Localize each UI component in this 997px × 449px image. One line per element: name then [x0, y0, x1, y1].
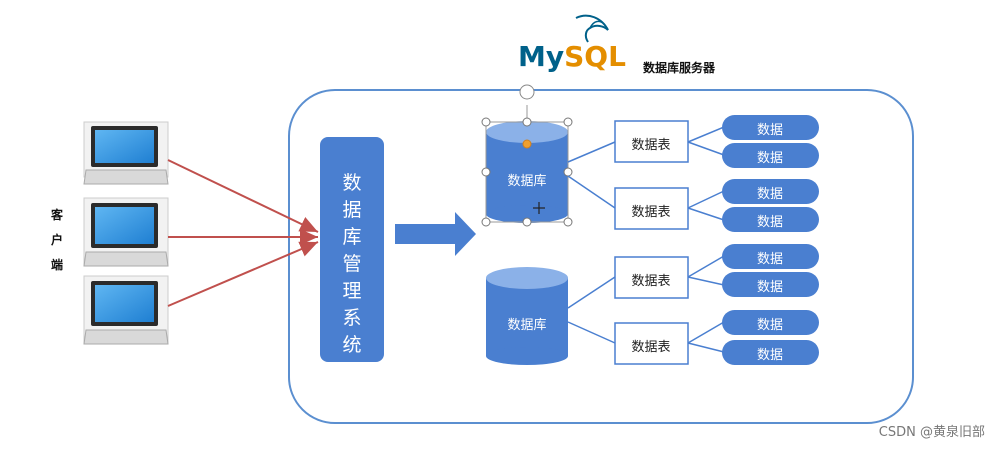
client-label-char: 端	[50, 258, 63, 272]
dbms-char: 库	[342, 226, 362, 248]
data-label-1: 数据	[756, 123, 783, 138]
client-label-char: 户	[50, 233, 63, 247]
move-cursor-icon	[533, 202, 545, 214]
data-pill-7	[722, 310, 819, 335]
table-label-2: 数据表	[631, 205, 671, 220]
mysql-logo-my: My	[518, 40, 565, 73]
dbms-char: 数	[342, 172, 362, 194]
data-pill-3	[722, 179, 819, 204]
watermark: CSDN @黄泉旧部	[878, 425, 985, 440]
data-label-7: 数据	[756, 318, 783, 333]
database-cylinder-2	[486, 267, 568, 365]
data-label-8: 数据	[756, 348, 783, 363]
table-label-3: 数据表	[631, 274, 671, 289]
client-arrow-3	[167, 241, 319, 307]
table-box-3	[614, 256, 689, 299]
data-label-5: 数据	[756, 252, 783, 267]
client-label-char: 客	[50, 208, 63, 222]
data-label-6: 数据	[756, 280, 783, 295]
mysql-dolphin-icon	[575, 14, 609, 43]
data-pill-8	[722, 340, 819, 365]
table-box-2	[614, 187, 689, 230]
db-table-connectors	[567, 126, 725, 353]
dbms-to-db-arrow	[395, 212, 476, 256]
table-box-1	[614, 120, 689, 163]
database-label-1: 数据库	[507, 174, 547, 189]
dbms-char: 系	[342, 307, 362, 329]
dbms-char: 统	[342, 334, 362, 356]
client-laptop-2	[83, 197, 169, 267]
client-laptop-3	[83, 275, 169, 345]
data-label-3: 数据	[756, 187, 783, 202]
data-pill-5	[722, 244, 819, 269]
data-pill-4	[722, 207, 819, 232]
data-pill-6	[722, 272, 819, 297]
dbms-char: 据	[342, 199, 362, 221]
data-pill-2	[722, 143, 819, 168]
mysql-logo-sql: SQL	[564, 40, 626, 73]
client-label: 客 户 端	[46, 203, 68, 278]
server-boundary	[288, 89, 914, 424]
dbms-box: 数 据 库 管 理 系 统	[320, 137, 384, 362]
table-label-4: 数据表	[631, 340, 671, 355]
table-label-1: 数据表	[631, 138, 671, 153]
data-pill-1	[722, 115, 819, 140]
database-label-2: 数据库	[507, 318, 547, 333]
data-label-4: 数据	[756, 215, 783, 230]
client-arrow-1	[167, 159, 319, 233]
server-label: 数据库服务器	[643, 61, 716, 75]
table-box-4	[614, 322, 689, 365]
client-laptop-1	[83, 121, 169, 185]
dbms-char: 理	[342, 280, 362, 302]
data-label-2: 数据	[756, 151, 783, 166]
mysql-logo: MySQL	[518, 40, 626, 73]
dbms-char: 管	[342, 253, 362, 275]
